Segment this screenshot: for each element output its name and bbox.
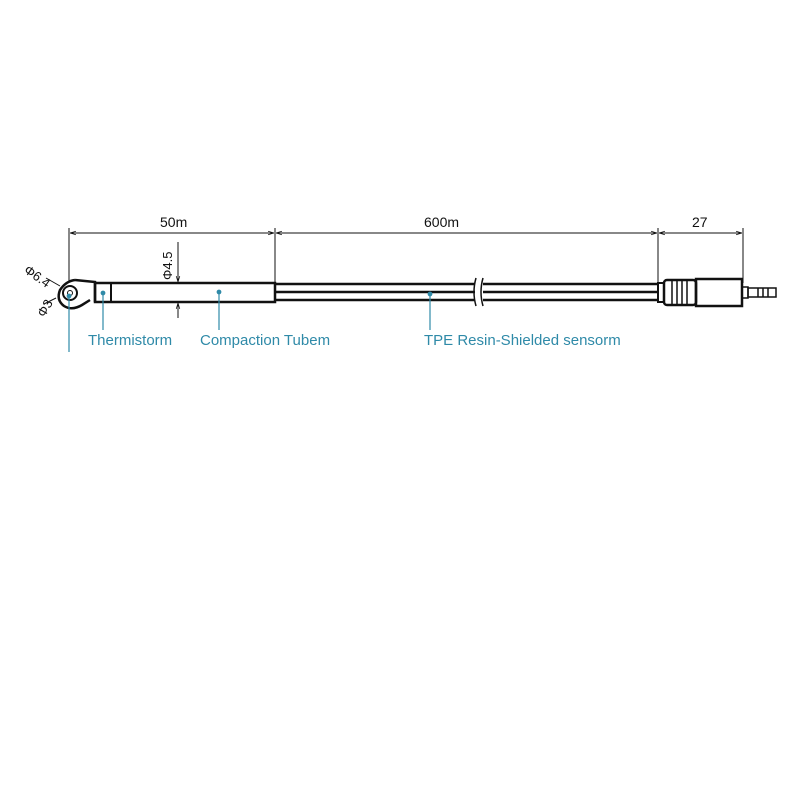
extension-lines [68,228,744,283]
cable-callout: TPE Resin-Shielded sensorm [424,332,621,349]
tube-diameter-label: Φ4.5 [160,251,175,280]
tube-callout: Compaction Tubem [200,332,331,349]
cable-length-label: 600m [424,214,460,230]
thermistor-callout: Thermistorm [88,332,173,349]
cable [275,277,658,307]
callout-leaders [66,289,433,352]
audio-plug [657,277,777,308]
tube-length-label: 50m [160,214,188,230]
plug-length-label: 27 [692,214,708,230]
compaction-tube [93,281,277,304]
